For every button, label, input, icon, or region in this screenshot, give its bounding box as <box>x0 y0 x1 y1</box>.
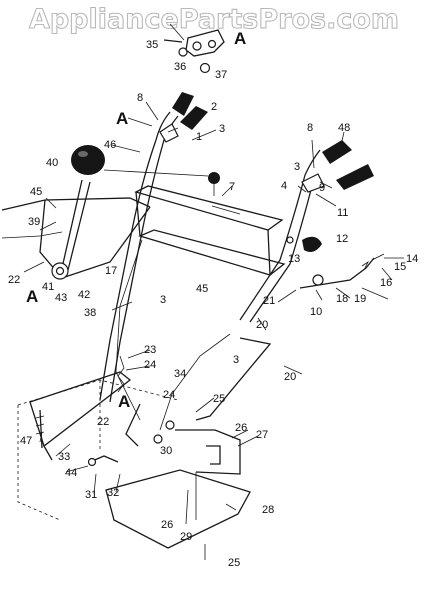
callout-3: 3 <box>233 354 239 366</box>
callout-36: 36 <box>174 61 186 73</box>
callout-41: 41 <box>42 281 54 293</box>
callout-47: 47 <box>20 435 32 447</box>
callout-20: 20 <box>284 371 296 383</box>
callout-38: 38 <box>84 307 96 319</box>
callout-32: 32 <box>107 487 119 499</box>
watermark: AppliancePartsPros.com <box>29 4 399 35</box>
callout-22: 22 <box>97 416 109 428</box>
left-grip <box>159 92 208 143</box>
callout-19: 19 <box>354 293 366 305</box>
callout-9: 9 <box>319 182 325 194</box>
callout-39: 39 <box>28 216 40 228</box>
callout-20: 20 <box>256 319 268 331</box>
callout-2: 2 <box>211 101 217 113</box>
callout-37: 37 <box>215 69 227 81</box>
callout-25: 25 <box>213 393 225 405</box>
callout-3: 3 <box>160 294 166 306</box>
callout-3: 3 <box>219 123 225 135</box>
callout-25: 25 <box>228 557 240 569</box>
callout-24: 24 <box>144 359 156 371</box>
callout-14: 14 <box>406 253 418 265</box>
callout-46: 46 <box>104 139 116 151</box>
callout-13: 13 <box>288 253 300 265</box>
callout-28: 28 <box>262 504 274 516</box>
callout-40: 40 <box>46 157 58 169</box>
callout-8: 8 <box>137 92 143 104</box>
callout-1: 1 <box>196 131 202 143</box>
callout-23: 23 <box>144 344 156 356</box>
ref-letter-a-left: A <box>26 287 38 306</box>
callout-44: 44 <box>65 467 77 479</box>
callout-24: 24 <box>163 389 175 401</box>
callout-11: 11 <box>337 207 348 219</box>
callout-26: 26 <box>235 422 247 434</box>
right-side-linkage <box>286 236 385 289</box>
leader-lines <box>23 101 404 511</box>
callout-34: 34 <box>174 368 186 380</box>
callout-7: 7 <box>229 181 235 193</box>
callout-15: 15 <box>394 261 406 273</box>
callout-29: 29 <box>180 531 192 543</box>
callout-45: 45 <box>196 283 208 295</box>
ref-letter-a-top: A <box>234 29 246 48</box>
callout-21: 21 <box>263 295 275 307</box>
callout-10: 10 <box>310 306 322 318</box>
callout-8: 8 <box>307 122 313 134</box>
callout-4: 4 <box>281 180 287 192</box>
ref-letter-a-lower: A <box>118 392 130 411</box>
callout-43: 43 <box>55 292 67 304</box>
callout-30: 30 <box>160 445 172 457</box>
dash-panel <box>103 169 286 276</box>
callout-22: 22 <box>8 274 20 286</box>
top-detail-bracket <box>163 23 225 74</box>
callout-33: 33 <box>58 451 70 463</box>
callout-18: 18 <box>336 293 348 305</box>
left-handle-tube <box>99 111 179 403</box>
callout-42: 42 <box>78 289 90 301</box>
right-handle-tube <box>239 149 321 323</box>
callout-16: 16 <box>380 277 392 289</box>
callout-26: 26 <box>161 519 173 531</box>
callout-27: 27 <box>256 429 268 441</box>
callout-48: 48 <box>338 122 350 134</box>
callout-3: 3 <box>294 161 300 173</box>
callout-35: 35 <box>146 39 158 51</box>
callout-17: 17 <box>105 265 117 277</box>
lower-frame <box>17 337 272 560</box>
callout-31: 31 <box>85 489 97 501</box>
shift-lever <box>39 145 105 280</box>
ref-letter-a-handle: A <box>116 109 128 128</box>
callout-12: 12 <box>336 233 348 245</box>
callout-45: 45 <box>30 186 42 198</box>
right-grip <box>301 140 374 193</box>
